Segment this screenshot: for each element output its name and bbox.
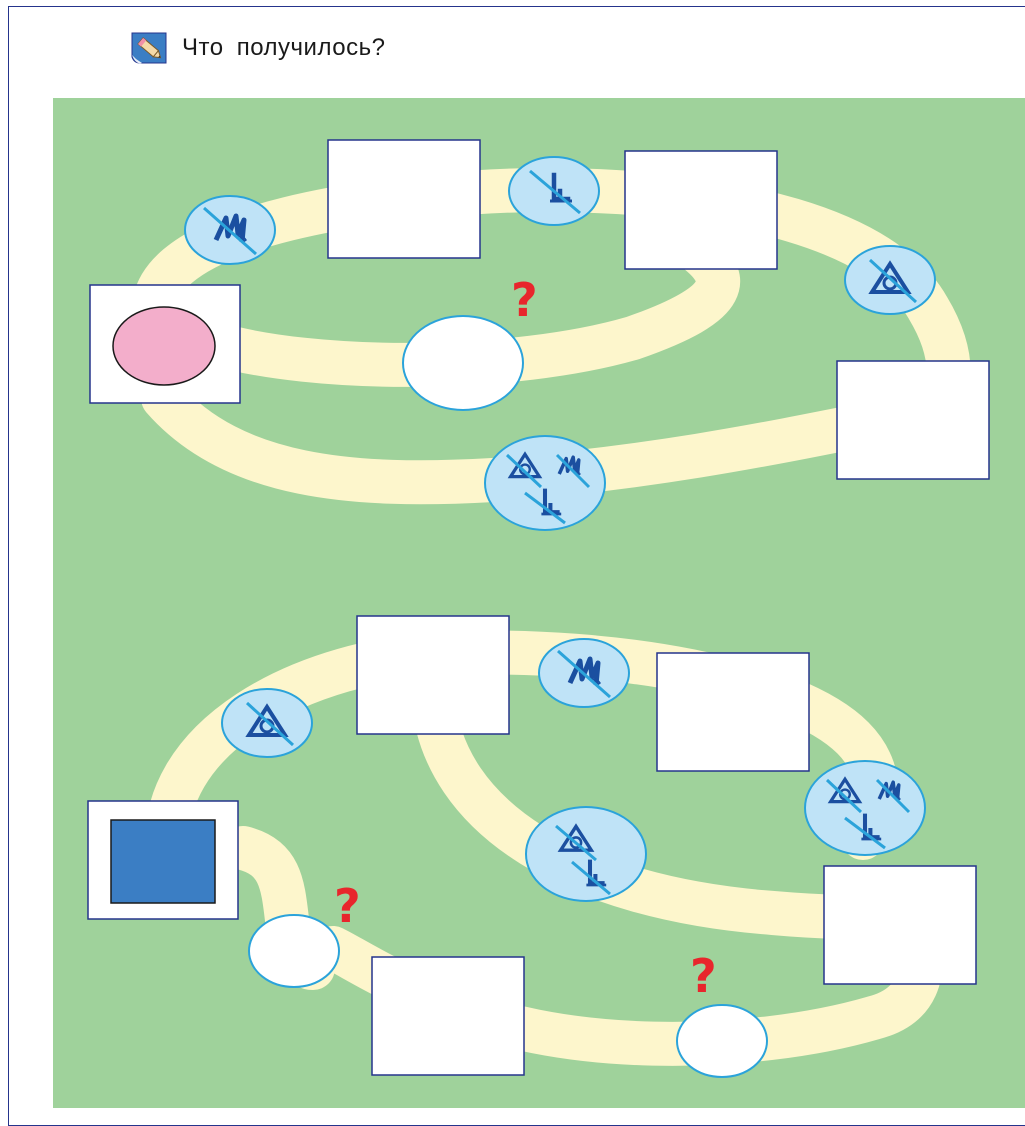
unknown-circle[interactable] <box>402 315 524 411</box>
question-mark: ? <box>690 949 717 1003</box>
answer-box[interactable] <box>836 360 990 480</box>
answer-box[interactable] <box>327 139 481 259</box>
unknown-circle[interactable] <box>676 1004 768 1078</box>
badge-no-shading-icon <box>184 195 276 265</box>
badge-no-shape-shading-size-icon <box>484 435 606 531</box>
pencil-task-icon <box>131 32 167 64</box>
badge-no-shading-icon <box>538 638 630 708</box>
badge-no-shape-icon <box>221 688 313 758</box>
question-mark: ? <box>511 273 538 327</box>
page-title: Что получилось? <box>182 34 386 61</box>
badge-no-shape-size-icon <box>525 806 647 902</box>
badge-no-shape-shading-size-icon <box>804 760 926 856</box>
puzzle-1: ? <box>89 139 990 531</box>
badge-no-size-icon <box>508 156 600 226</box>
answer-box[interactable] <box>371 956 525 1076</box>
badge-no-shape-icon <box>844 245 936 315</box>
start-box-pink-circle <box>89 284 241 404</box>
question-mark: ? <box>334 879 361 933</box>
answer-box[interactable] <box>823 865 977 985</box>
puzzle-board: ? <box>53 98 1025 1108</box>
answer-box[interactable] <box>624 150 778 270</box>
answer-box[interactable] <box>656 652 810 772</box>
unknown-circle[interactable] <box>248 914 340 988</box>
task-header: Что получилось? <box>130 28 385 68</box>
start-box-blue-square <box>87 800 239 920</box>
puzzle-2: ? ? <box>87 615 977 1078</box>
answer-box[interactable] <box>356 615 510 735</box>
